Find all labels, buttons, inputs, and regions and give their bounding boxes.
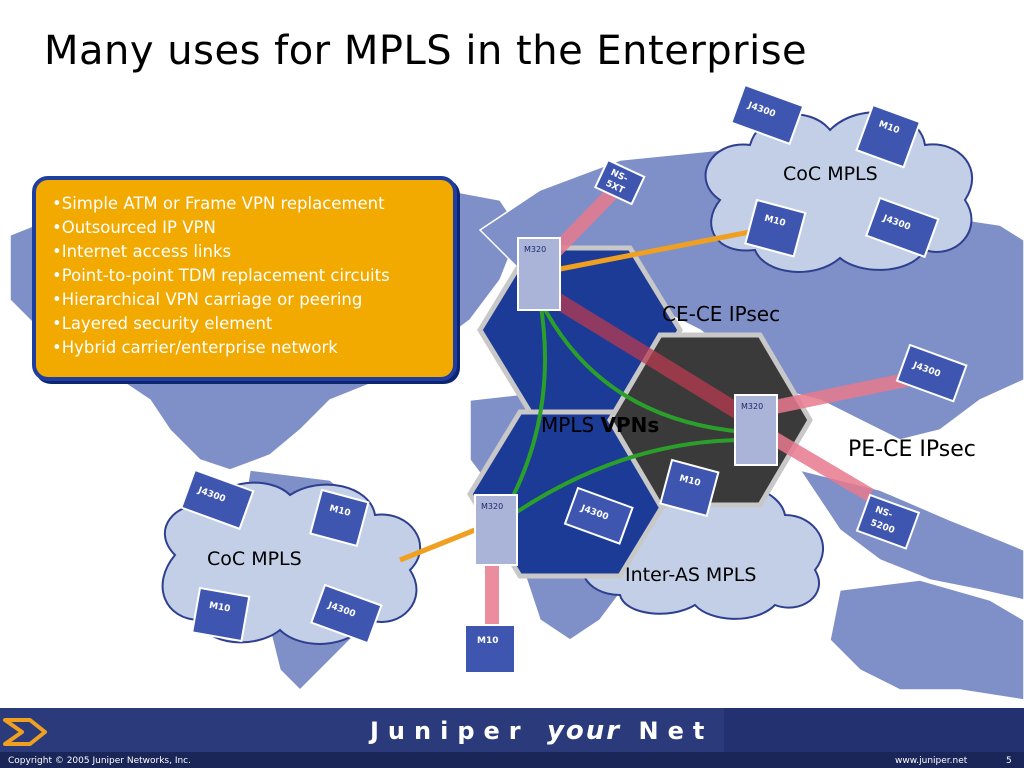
label-mpls-prefix: MPLS xyxy=(541,413,601,437)
slide-title: Many uses for MPLS in the Enterprise xyxy=(44,28,808,74)
device-j4300-right: J4300 xyxy=(895,343,968,403)
arrow-logo-icon xyxy=(3,718,47,746)
device-m320-middle: M320 xyxy=(734,394,778,466)
link-orange-top xyxy=(554,227,761,273)
device-m320-bottom: M320 xyxy=(474,494,518,566)
bullet-item: •Hierarchical VPN carriage or peering xyxy=(52,290,363,309)
footer: Juniper your Net Copyright © 2005 Junipe… xyxy=(0,708,1024,768)
device-label: M320 xyxy=(741,402,763,411)
device-label: M320 xyxy=(524,245,546,254)
device-j4300-inter-as: J4300 xyxy=(563,486,634,545)
device-m10-bottom: M10 xyxy=(464,624,516,674)
device-ns5xt: NS- 5XT xyxy=(593,158,646,206)
device-m10-left-bottom: M10 xyxy=(191,586,251,643)
device-label: M10 xyxy=(477,636,498,646)
label-vpns: VPNs xyxy=(600,413,660,437)
label-coc-mpls-bottom: CoC MPLS xyxy=(207,548,302,570)
bullet-item: •Hybrid carrier/enterprise network xyxy=(52,338,338,357)
device-j4300-left-bottom: J4300 xyxy=(310,583,383,645)
link-green-3 xyxy=(503,438,746,522)
device-m10-left-right: M10 xyxy=(309,488,370,548)
brand-juniper: Juniper xyxy=(370,717,530,745)
map-landmass-australia xyxy=(829,579,1024,701)
device-ns5200: NS- 5200 xyxy=(855,493,921,550)
devices: J4300 M10 M10 J4300 NS- 5XT M320 J4300 xyxy=(180,83,968,674)
brand-net: Net xyxy=(638,717,714,745)
bullet-item: •Outsourced IP VPN xyxy=(52,218,216,237)
bullet-item: •Point-to-point TDM replacement circuits xyxy=(52,266,390,285)
device-m10-top: M10 xyxy=(855,103,922,169)
tunnel-ipsec-ce-ce xyxy=(535,283,765,432)
cloud-coc-mpls-top xyxy=(704,111,974,273)
footer-band-right xyxy=(724,708,1024,752)
footer-website[interactable]: www.juniper.net xyxy=(895,756,968,766)
link-green-1 xyxy=(538,299,746,434)
device-label: M320 xyxy=(481,502,503,511)
map-landmass-southeast-asia xyxy=(798,468,1024,601)
device-j4300-top: J4300 xyxy=(730,83,805,146)
label-ce-ce-ipsec: CE-CE IPsec xyxy=(662,302,781,326)
brand-your: your xyxy=(546,716,622,746)
tunnel-pe-ce xyxy=(756,423,874,502)
bullet-item: •Internet access links xyxy=(52,242,232,261)
footer-bottom-strip xyxy=(0,752,1024,768)
device-m10-cloud-left: M10 xyxy=(744,198,807,258)
footer-copyright: Copyright © 2005 Juniper Networks, Inc. xyxy=(8,756,191,766)
device-j4300-left-top: J4300 xyxy=(180,468,255,531)
label-pe-ce-ipsec: PE-CE IPsec xyxy=(848,437,976,462)
link-orange-bottom xyxy=(399,527,476,563)
device-j4300-cloud-right: J4300 xyxy=(865,196,940,259)
network-diagram: J4300 M10 M10 J4300 NS- 5XT M320 J4300 xyxy=(9,83,1024,701)
label-inter-as-mpls: Inter-AS MPLS xyxy=(625,564,757,586)
footer-brand: Juniper your Net xyxy=(370,716,713,746)
bullet-item: •Layered security element xyxy=(52,314,273,333)
device-label: M10 xyxy=(208,601,231,615)
device-m10-inter-as: M10 xyxy=(659,458,720,518)
device-m320-top: M320 xyxy=(517,237,561,311)
bullet-list: •Simple ATM or Frame VPN replacement •Ou… xyxy=(36,180,453,360)
bullet-item: •Simple ATM or Frame VPN replacement xyxy=(52,194,385,213)
label-coc-mpls-top: CoC MPLS xyxy=(783,163,878,185)
slide-number: 5 xyxy=(1006,756,1012,766)
label-mpls-vpns: MPLS VPNs xyxy=(541,413,659,437)
bullet-box: •Simple ATM or Frame VPN replacement •Ou… xyxy=(32,176,457,381)
